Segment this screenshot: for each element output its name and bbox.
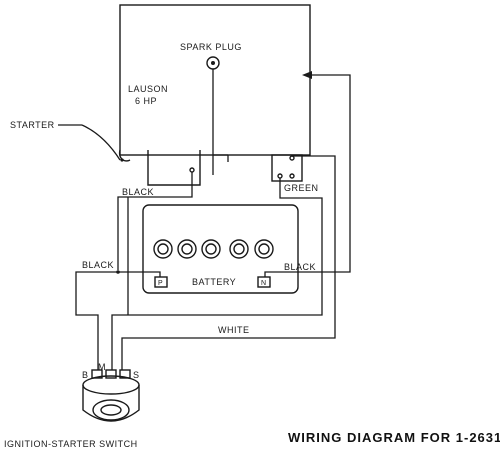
switch-terminal-b — [91, 369, 103, 379]
spark-plug-label: SPARK PLUG — [180, 42, 242, 52]
black-left-label: BLACK — [82, 260, 114, 270]
green-label: GREEN — [284, 183, 319, 193]
white-label: WHITE — [218, 325, 250, 335]
black-top-wire — [117, 172, 193, 270]
black-left-wire — [75, 271, 161, 370]
starter-label: STARTER — [10, 120, 55, 130]
engine-box — [119, 4, 311, 156]
battery-cell-5-inner — [258, 243, 270, 255]
switch-b-label: B — [82, 370, 89, 380]
battery-cell-4 — [229, 239, 249, 259]
black-right-wire — [264, 74, 351, 277]
battery-cell-3 — [201, 239, 221, 259]
battery-cell-2 — [177, 239, 197, 259]
battery-cell-1 — [153, 239, 173, 259]
engine-name-line1: LAUSON — [128, 84, 168, 94]
junction-left — [116, 270, 120, 274]
spark-plug-center — [211, 61, 215, 65]
battery-label: BATTERY — [192, 277, 236, 287]
switch-s-label: S — [133, 370, 140, 380]
diagram-title: WIRING DIAGRAM FOR 1-2631 — [288, 430, 500, 445]
switch-terminal-s — [119, 369, 131, 379]
battery-terminal-neg-label: N — [261, 280, 267, 287]
battery-cell-1-inner — [157, 243, 169, 255]
starter-leader-curve — [81, 124, 121, 161]
switch-m-label: M — [98, 362, 106, 372]
ignition-wire — [121, 155, 336, 370]
battery-cell-5 — [254, 239, 274, 259]
battery-cell-4-inner — [233, 243, 245, 255]
starter-terminal — [189, 167, 195, 173]
battery-cell-3-inner — [205, 243, 217, 255]
switch-key-slot — [100, 404, 122, 416]
green-wire — [128, 178, 323, 316]
starter-post — [120, 158, 124, 162]
switch-m-lead — [111, 314, 128, 370]
switch-knob-icon — [92, 399, 130, 421]
switch-label: IGNITION-STARTER SWITCH — [4, 439, 138, 449]
black-right-label: BLACK — [284, 262, 316, 272]
switch-terminal-m — [105, 369, 117, 379]
starter-housing — [147, 150, 201, 186]
black-top-label: BLACK — [122, 187, 154, 197]
engine-name-line2: 6 HP — [135, 96, 157, 106]
switch-body-top — [82, 375, 140, 395]
ground-arrow-icon — [302, 71, 312, 79]
terminal-green — [277, 173, 283, 179]
battery-cell-2-inner — [181, 243, 193, 255]
terminal-block — [271, 154, 303, 182]
battery-terminal-neg — [257, 276, 271, 288]
battery-case — [142, 204, 299, 294]
switch-body — [82, 385, 140, 422]
battery-terminal-pos-label: P — [158, 280, 163, 287]
battery-terminal-pos — [154, 276, 168, 288]
terminal-ignition — [289, 173, 295, 179]
